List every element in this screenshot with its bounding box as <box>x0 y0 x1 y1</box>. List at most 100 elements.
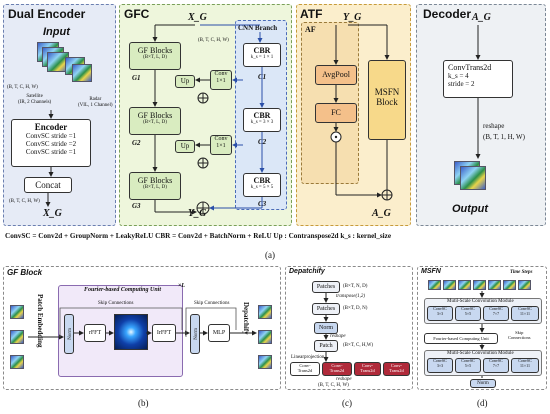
gf-blocks-1: GF Blocks (B×T, L, D) <box>129 42 181 70</box>
msc1-conv-1-label: ConvSC 3×3 <box>433 306 447 316</box>
convtrans-stride: stride = 2 <box>448 80 475 89</box>
depatch-shape-1: (B×T, N, D) <box>343 284 368 289</box>
patches-2-label: Patches <box>316 306 336 312</box>
fc-label: FC <box>331 108 341 117</box>
depatch-norm-label: Norm <box>319 325 333 331</box>
encoder-title: Encoder <box>34 122 68 132</box>
encoder-line-1: ConvSC stride =1 <box>25 132 77 141</box>
gf-in-frame-2 <box>10 330 24 344</box>
label-c: (c) <box>342 398 352 408</box>
depatch-transpose: transpose(1,2) <box>336 294 366 299</box>
concat-shape: (B, T, C, H, W) <box>9 199 40 204</box>
g2-label: G2 <box>132 139 141 147</box>
msc1-conv-4-label: ConvSC 11×11 <box>518 306 532 316</box>
input-shape: (B, T, C, H, W) <box>7 85 38 90</box>
cbr-2-ks: k_s = 3 × 3 <box>250 120 274 126</box>
decoder-reshape: reshape <box>483 122 505 130</box>
radar-label: Radar (VIL, 1 Channel) <box>78 97 113 108</box>
convtrans-c-3-label: Conv- Trans2d <box>360 363 375 374</box>
msc1-conv-3: ConvSC 7×7 <box>483 306 509 321</box>
satellite-text: Satellite (IR, 2 Channels) <box>18 94 52 105</box>
fcu-times-l: ×L <box>178 283 186 289</box>
gfc-output-var: Y_G <box>188 208 207 219</box>
skip-1-label: Skip Connections <box>98 301 134 306</box>
xg-label: X_G <box>43 208 62 219</box>
irfft-box: IrFFT <box>152 324 176 342</box>
conv1x1-box-1: Conv 1×1 <box>210 70 232 90</box>
msc1-conv-1: ConvSC 3×3 <box>427 306 453 321</box>
cbr-box-3: CBR k_s = 5 × 5 <box>243 173 281 197</box>
convtrans-box: ConvTrans2d k_s = 4 stride = 2 <box>443 60 513 98</box>
output-frame-2 <box>460 166 486 190</box>
encoder-box: Encoder ConvSC stride =1 ConvSC stride =… <box>11 119 91 167</box>
encoder-line-3: ConvSC stride =1 <box>25 148 77 157</box>
depatch-patch-box: Patch <box>314 340 338 352</box>
msc2-conv-4-label: ConvSC 11×11 <box>518 358 532 368</box>
msc2-conv-3-label: ConvSC 7×7 <box>489 358 503 368</box>
msfn-block-box: MSFN Block <box>368 60 406 140</box>
concat-box: Concat <box>24 177 72 193</box>
gf-blocks-2-label: GF Blocks <box>137 111 173 120</box>
depatch-shape-2: (B×T, D, N) <box>343 306 368 311</box>
atf-title: ATF <box>300 7 323 21</box>
decoder-input-var: A_G <box>472 12 491 23</box>
ts-frame-7 <box>518 280 531 290</box>
depatch-norm-box: Norm <box>314 322 338 334</box>
msfn-norm-label: Norm <box>477 381 489 386</box>
ts-frame-2 <box>443 280 456 290</box>
decoder-title: Decoder <box>423 7 472 21</box>
depatchify-title: Depatchify <box>289 268 325 275</box>
ts-frame-5 <box>488 280 501 290</box>
msc-module-1-title: Mutil-Scale Convolution Module <box>447 299 514 304</box>
msfn-skip-text: Skip Connections <box>508 330 531 340</box>
rfft-label: rFFT <box>88 330 102 336</box>
label-a: (a) <box>265 250 275 260</box>
gf-out-frame-1 <box>258 305 272 319</box>
msfn-block-label: MSFN Block <box>374 87 400 108</box>
fcu-title: Fourier-based Computing Unit <box>84 287 162 293</box>
irfft-label: IrFFT <box>156 330 172 336</box>
depatch-reshape-1: reshape <box>330 334 346 339</box>
atf-output-var: A_G <box>372 208 391 219</box>
concat-label: Concat <box>35 180 61 190</box>
gf-blocks-2-shape: (B×T, L, D) <box>143 120 167 126</box>
cbr-box-2: CBR k_s = 3 × 3 <box>243 108 281 132</box>
msc2-conv-4: ConvSC 11×11 <box>511 358 539 373</box>
convtrans-c-3: Conv- Trans2d <box>354 362 381 376</box>
af-label: AF <box>305 25 316 34</box>
encoder-output-var: X_G <box>43 208 62 219</box>
mlp-label: MLP <box>212 330 226 336</box>
conv-2-label: Conv 1×1 <box>214 136 228 149</box>
msc2-conv-1: ConvSC 3×3 <box>427 358 453 373</box>
msfn-norm-box: Norm <box>470 379 496 388</box>
msc1-conv-2-label: ConvSC 5×5 <box>461 306 475 316</box>
convtrans-c-2: Conv- Trans2d <box>322 362 352 376</box>
convtrans-c-4-label: Conv- Trans2d <box>389 363 404 374</box>
gf-block-title: GF Block <box>7 268 43 277</box>
cbr-3-label: CBR <box>253 176 271 185</box>
ts-frame-4 <box>473 280 486 290</box>
rfft-box: rFFT <box>84 324 106 342</box>
satellite-label: Satellite (IR, 2 Channels) <box>18 94 51 105</box>
gf-out-frame-3 <box>258 355 272 369</box>
conv1x1-box-2: Conv 1×1 <box>210 135 232 155</box>
radar-text: Radar (VIL, 1 Channel) <box>78 97 113 108</box>
gf-blocks-1-shape: (B×T, L, D) <box>143 55 167 61</box>
output-label: Output <box>452 203 489 215</box>
depatch-reshape-2: reshape <box>336 377 352 382</box>
input-label: Input <box>43 26 70 38</box>
gfc-input-var: X_G <box>188 12 207 23</box>
msc2-conv-2: ConvSC 5×5 <box>455 358 481 373</box>
convtrans-label: ConvTrans2d <box>448 63 492 72</box>
cnn-branch-title: CNN Branch <box>238 24 278 32</box>
gfc-top-shape: (B, T, C, H, W) <box>198 38 229 43</box>
legend-text: ConvSC = Conv2d + GroupNorm + LeakyReLU … <box>5 232 392 240</box>
avgpool-box: AvgPool <box>315 65 357 85</box>
gf-blocks-3: GF Blocks (B×T, L, D) <box>129 172 181 200</box>
msc1-conv-4: ConvSC 11×11 <box>511 306 539 321</box>
gf-blocks-1-label: GF Blocks <box>137 46 173 55</box>
cbr-2-label: CBR <box>253 111 271 120</box>
label-b: (b) <box>138 398 149 408</box>
convtrans-c-1: Conv- Trans2d <box>290 362 320 376</box>
